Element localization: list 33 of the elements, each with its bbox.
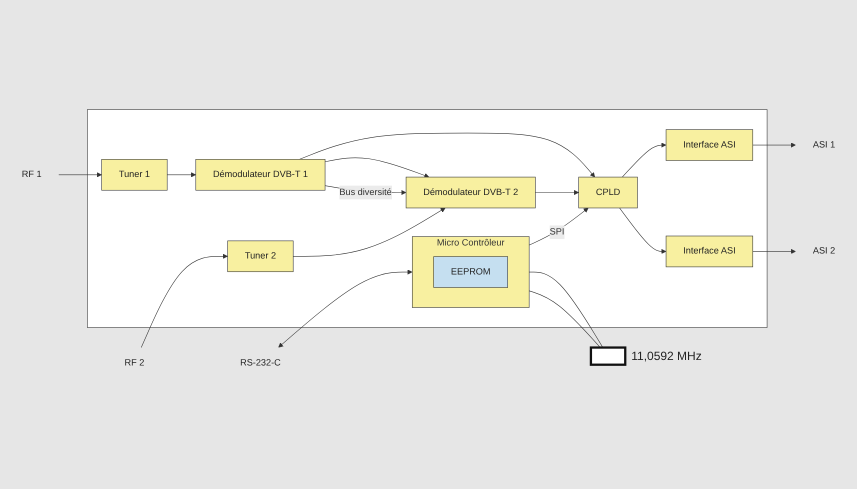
connector <box>528 291 601 348</box>
cluster <box>87 110 768 328</box>
node-text: RS-232-C <box>240 358 281 368</box>
node-box: Interface ASI <box>666 130 754 162</box>
arrow <box>619 208 666 254</box>
arrow <box>528 208 588 246</box>
node-box: Tuner 1 <box>101 160 168 191</box>
arrow <box>166 172 196 178</box>
arrow <box>535 190 579 196</box>
node-text: ASI 1 <box>812 140 836 150</box>
arrow <box>622 143 666 178</box>
arrow <box>752 143 796 148</box>
edge-label: Bus diversité <box>339 188 392 198</box>
frequency-label: 11,0592 MHz <box>631 348 702 363</box>
arrow <box>292 208 446 258</box>
node-text: RF 1 <box>22 170 42 180</box>
arrow <box>299 133 596 178</box>
node-text: ASI 2 <box>812 246 836 257</box>
arrow <box>140 254 228 348</box>
node-box: Démodulateur DVB-T 2 <box>406 177 536 209</box>
node-text: RF 2 <box>124 358 144 368</box>
arrow <box>278 270 412 348</box>
arrow <box>752 249 796 254</box>
node-box: EEPROM <box>433 256 508 288</box>
node-box: Interface ASI <box>666 236 754 268</box>
node-crystal <box>590 346 626 366</box>
arrow <box>324 158 430 178</box>
arrow <box>58 172 102 178</box>
edge-label: SPI <box>550 228 564 238</box>
node-box: CPLD <box>578 177 638 209</box>
node-box: Démodulateur DVB-T 1 <box>196 160 326 191</box>
node-box: Tuner 2 <box>227 241 294 273</box>
connector <box>528 272 604 348</box>
